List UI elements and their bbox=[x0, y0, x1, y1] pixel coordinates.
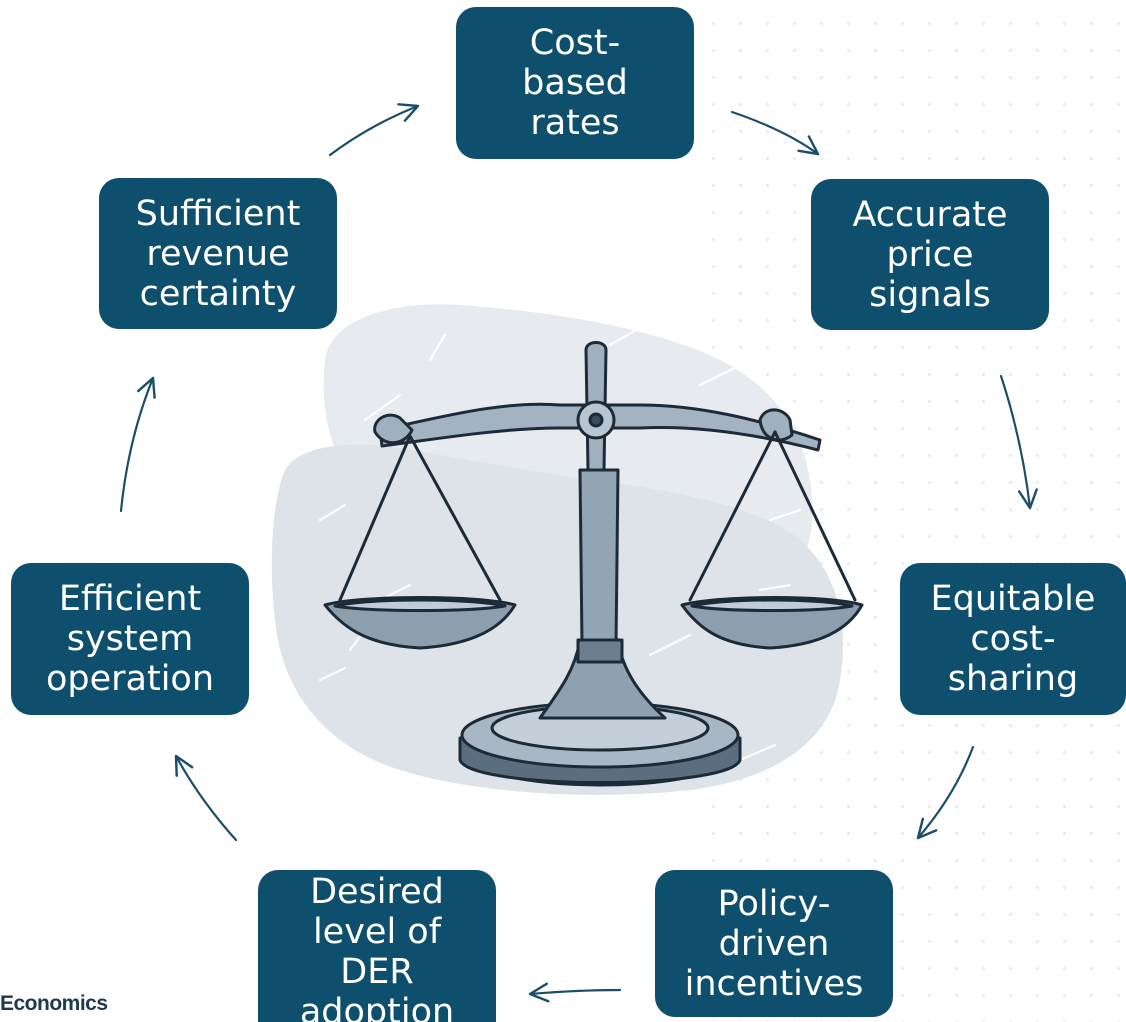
arrow-accurate-to-equitable bbox=[999, 374, 1038, 510]
arrow-sufficient-to-cost bbox=[328, 103, 420, 157]
node-desired-der-adoption: Desired level of DER adoption bbox=[258, 870, 496, 1022]
node-cost-based-rates: Cost- based rates bbox=[456, 7, 694, 159]
scale-backdrop bbox=[271, 304, 844, 795]
node-equitable-cost-sharing: Equitable cost- sharing bbox=[900, 563, 1126, 715]
node-sufficient-revenue-certainty: Sufficient revenue certainty bbox=[99, 178, 337, 329]
arrow-policy-to-der bbox=[528, 982, 622, 1003]
arrow-equitable-to-policy bbox=[916, 745, 975, 840]
balance-scale-icon bbox=[323, 341, 864, 787]
node-accurate-price-signals: Accurate price signals bbox=[811, 179, 1049, 330]
cycle-arrows bbox=[119, 103, 1038, 1003]
arrow-der-to-efficient bbox=[174, 754, 238, 842]
footer-label: Economics bbox=[0, 992, 108, 1015]
node-policy-driven-incentives: Policy- driven incentives bbox=[655, 870, 893, 1017]
node-efficient-system-operation: Efficient system operation bbox=[11, 563, 249, 715]
arrow-efficient-to-sufficient bbox=[119, 376, 156, 513]
arrow-cost-to-accurate bbox=[730, 110, 820, 156]
